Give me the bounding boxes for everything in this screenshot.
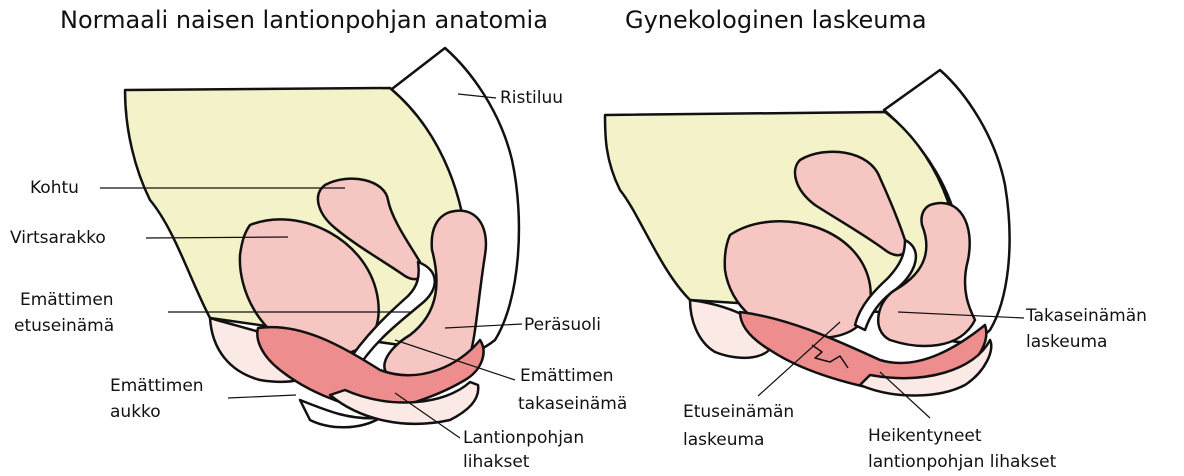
label-takaseinama-line1: Emättimen xyxy=(520,364,614,389)
label-ristiluu: Ristiluu xyxy=(500,86,563,111)
label-etuseinaman-laskeuma-line1: Etuseinämän xyxy=(683,400,794,425)
label-virtsarakko: Virtsarakko xyxy=(10,226,106,251)
label-heikentyneet-line2: lantionpohjan lihakset xyxy=(868,450,1056,475)
title-prolapse: Gynekologinen laskeuma xyxy=(625,6,927,34)
prolapse-anatomy-figure xyxy=(605,70,1010,396)
label-aukko-line2: aukko xyxy=(110,400,161,425)
label-etuseinama-line1: Emättimen xyxy=(20,288,114,313)
label-lihakset-line1: Lantionpohjan xyxy=(463,426,584,451)
title-normal: Normaali naisen lantionpohjan anatomia xyxy=(60,6,548,34)
label-takaseinama-line2: takaseinämä xyxy=(518,392,627,417)
label-heikentyneet-line1: Heikentyneet xyxy=(868,424,982,449)
label-perasuoli: Peräsuoli xyxy=(524,313,601,338)
label-lihakset-line2: lihakset xyxy=(463,450,529,475)
label-aukko-line1: Emättimen xyxy=(110,374,204,399)
label-etuseinaman-laskeuma-line2: laskeuma xyxy=(683,428,764,453)
label-takaseinaman-laskeuma-line1: Takaseinämän xyxy=(1026,304,1147,329)
label-etuseinama-line2: etuseinämä xyxy=(14,314,114,339)
label-takaseinaman-laskeuma-line2: laskeuma xyxy=(1026,330,1107,355)
label-kohtu: Kohtu xyxy=(30,176,79,201)
